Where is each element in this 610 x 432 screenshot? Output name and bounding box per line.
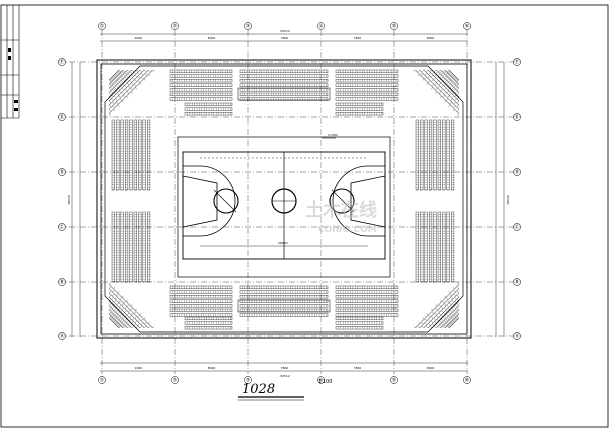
bay-dimension: 7800 <box>281 366 289 370</box>
bay-dimension: 9000 <box>135 366 143 370</box>
watermark: 土木在线 COIBO.COM <box>305 199 377 235</box>
overall-dimension-left: 38640 <box>67 195 71 205</box>
column-label: ② <box>173 24 178 30</box>
corner-seat-block <box>108 282 155 329</box>
drawing-title: 1028 <box>242 382 275 397</box>
bay-dimension: 8000 <box>427 366 435 370</box>
court-dimension-label: 17000 <box>328 133 338 137</box>
bay-dimension: 9000 <box>135 36 143 40</box>
dimension-lines <box>71 33 505 372</box>
sheet-border <box>0 4 609 428</box>
bay-dimension: 8000 <box>427 36 435 40</box>
column-label: ⑤ <box>392 378 396 384</box>
row-bubble <box>58 223 66 231</box>
column-label: ① <box>100 378 105 384</box>
row-label: Ⓐ <box>514 333 519 340</box>
column-label: ④ <box>319 24 324 30</box>
row-bubble <box>513 278 521 286</box>
right-three-point-arc <box>332 165 385 237</box>
row-label: Ⓑ <box>514 279 519 286</box>
watermark-latin: COIBO.COM <box>318 225 377 235</box>
column-bubble <box>98 22 106 30</box>
column-bubble <box>390 376 398 384</box>
row-label: Ⓔ <box>514 114 519 121</box>
bay-dimension: 8000 <box>208 366 216 370</box>
row-label: Ⓑ <box>59 279 64 286</box>
column-label: ⑥ <box>465 24 470 30</box>
column-bubble <box>171 376 179 384</box>
row-bubble <box>513 58 521 66</box>
column-bubble <box>317 376 325 384</box>
seat-block <box>169 69 399 101</box>
right-key <box>350 175 386 228</box>
column-label: ⑤ <box>392 24 396 30</box>
right-free-throw-circle <box>329 188 355 214</box>
row-label: Ⓕ <box>514 59 519 66</box>
court-length-label: 28000 <box>278 241 288 245</box>
row-label: Ⓕ <box>59 59 64 66</box>
row-label: Ⓒ <box>59 224 64 231</box>
row-bubble <box>58 113 66 121</box>
dimension-text-group: 9000 9000 8000 8000 7800 7800 7800 7800 8000 8000… <box>67 29 510 378</box>
row-bubble <box>513 223 521 231</box>
court-runoff <box>177 136 391 278</box>
building-outline <box>96 59 472 339</box>
row-label: Ⓓ <box>514 169 519 176</box>
column-bubble <box>317 22 325 30</box>
column-bubble <box>98 376 106 384</box>
corner-seat-block <box>413 282 460 329</box>
seat-block <box>415 119 455 283</box>
column-bubble <box>463 22 471 30</box>
left-three-point-arc <box>183 165 236 237</box>
bay-dimension: 7800 <box>281 36 289 40</box>
overall-dimension-bottom: 52512 <box>280 374 290 378</box>
seat-block <box>169 285 399 317</box>
bay-dimension: 8000 <box>208 36 216 40</box>
column-label: ① <box>100 24 105 30</box>
drawing-scale: 1:100 <box>318 379 332 385</box>
drawing-title-block: 1028 1:100 <box>238 379 332 401</box>
overall-dimension-top: 52512 <box>280 29 290 33</box>
row-bubble <box>513 168 521 176</box>
column-bubble <box>244 376 252 384</box>
row-label: Ⓒ <box>514 224 519 231</box>
column-label: ③ <box>246 24 250 30</box>
left-key <box>182 175 218 228</box>
column-bubble <box>463 376 471 384</box>
seat-block <box>184 102 384 116</box>
column-label: ② <box>173 378 178 384</box>
row-label: Ⓐ <box>59 333 64 340</box>
row-label: Ⓔ <box>59 114 64 121</box>
corner-seat-block <box>413 69 460 116</box>
left-free-throw-circle <box>213 188 239 214</box>
column-bubble <box>171 22 179 30</box>
column-bubble <box>244 22 252 30</box>
seat-block <box>184 316 384 330</box>
bay-dimension: 7800 <box>354 36 362 40</box>
overall-dimension-right: 38640 <box>506 195 510 205</box>
column-bubble <box>390 22 398 30</box>
column-label: ④ <box>319 378 324 384</box>
row-label: Ⓓ <box>59 169 64 176</box>
row-bubble <box>513 332 521 340</box>
row-bubble <box>58 278 66 286</box>
bay-dimension: 7800 <box>354 366 362 370</box>
column-label: ③ <box>246 378 250 384</box>
column-label: ⑥ <box>465 378 470 384</box>
row-bubble <box>513 113 521 121</box>
row-bubble <box>58 168 66 176</box>
corner-seat-block <box>108 69 155 116</box>
seat-block <box>111 119 151 283</box>
row-bubble <box>58 332 66 340</box>
row-bubble <box>58 58 66 66</box>
entrance-stairs <box>237 87 331 313</box>
seating-blocks <box>108 69 460 330</box>
watermark-text: 土木在线 <box>305 199 377 221</box>
basketball-court <box>177 136 391 278</box>
title-block <box>1 5 20 119</box>
